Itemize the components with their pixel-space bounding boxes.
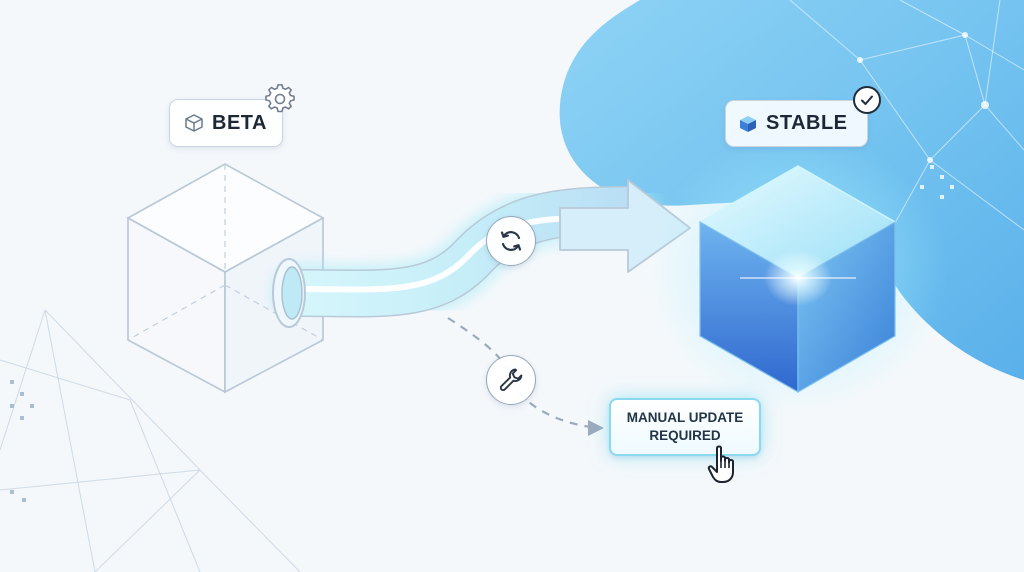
checkmark-icon [853,86,881,114]
network-decoration-left [0,309,301,572]
gear-icon [265,84,295,114]
migration-arrow [270,179,691,328]
network-nodes-right [857,32,989,199]
manual-update-text: MANUAL UPDATE REQUIRED [626,410,744,443]
beta-label-text: BETA [212,111,267,134]
stable-label: STABLE [725,100,868,147]
stable-cube [648,132,948,412]
hand-pointer-icon [707,445,734,483]
manual-update-required-button[interactable]: MANUAL UPDATE REQUIRED [609,398,761,456]
stable-label-text: STABLE [766,112,848,134]
beta-label: BETA [169,99,283,147]
network-nodes-left [10,380,34,502]
manual-path-arrowhead [588,420,604,436]
sync-icon [486,216,536,266]
wrench-icon [486,355,536,405]
cube-filled-icon [740,115,756,132]
cube-outline-icon [185,114,203,132]
